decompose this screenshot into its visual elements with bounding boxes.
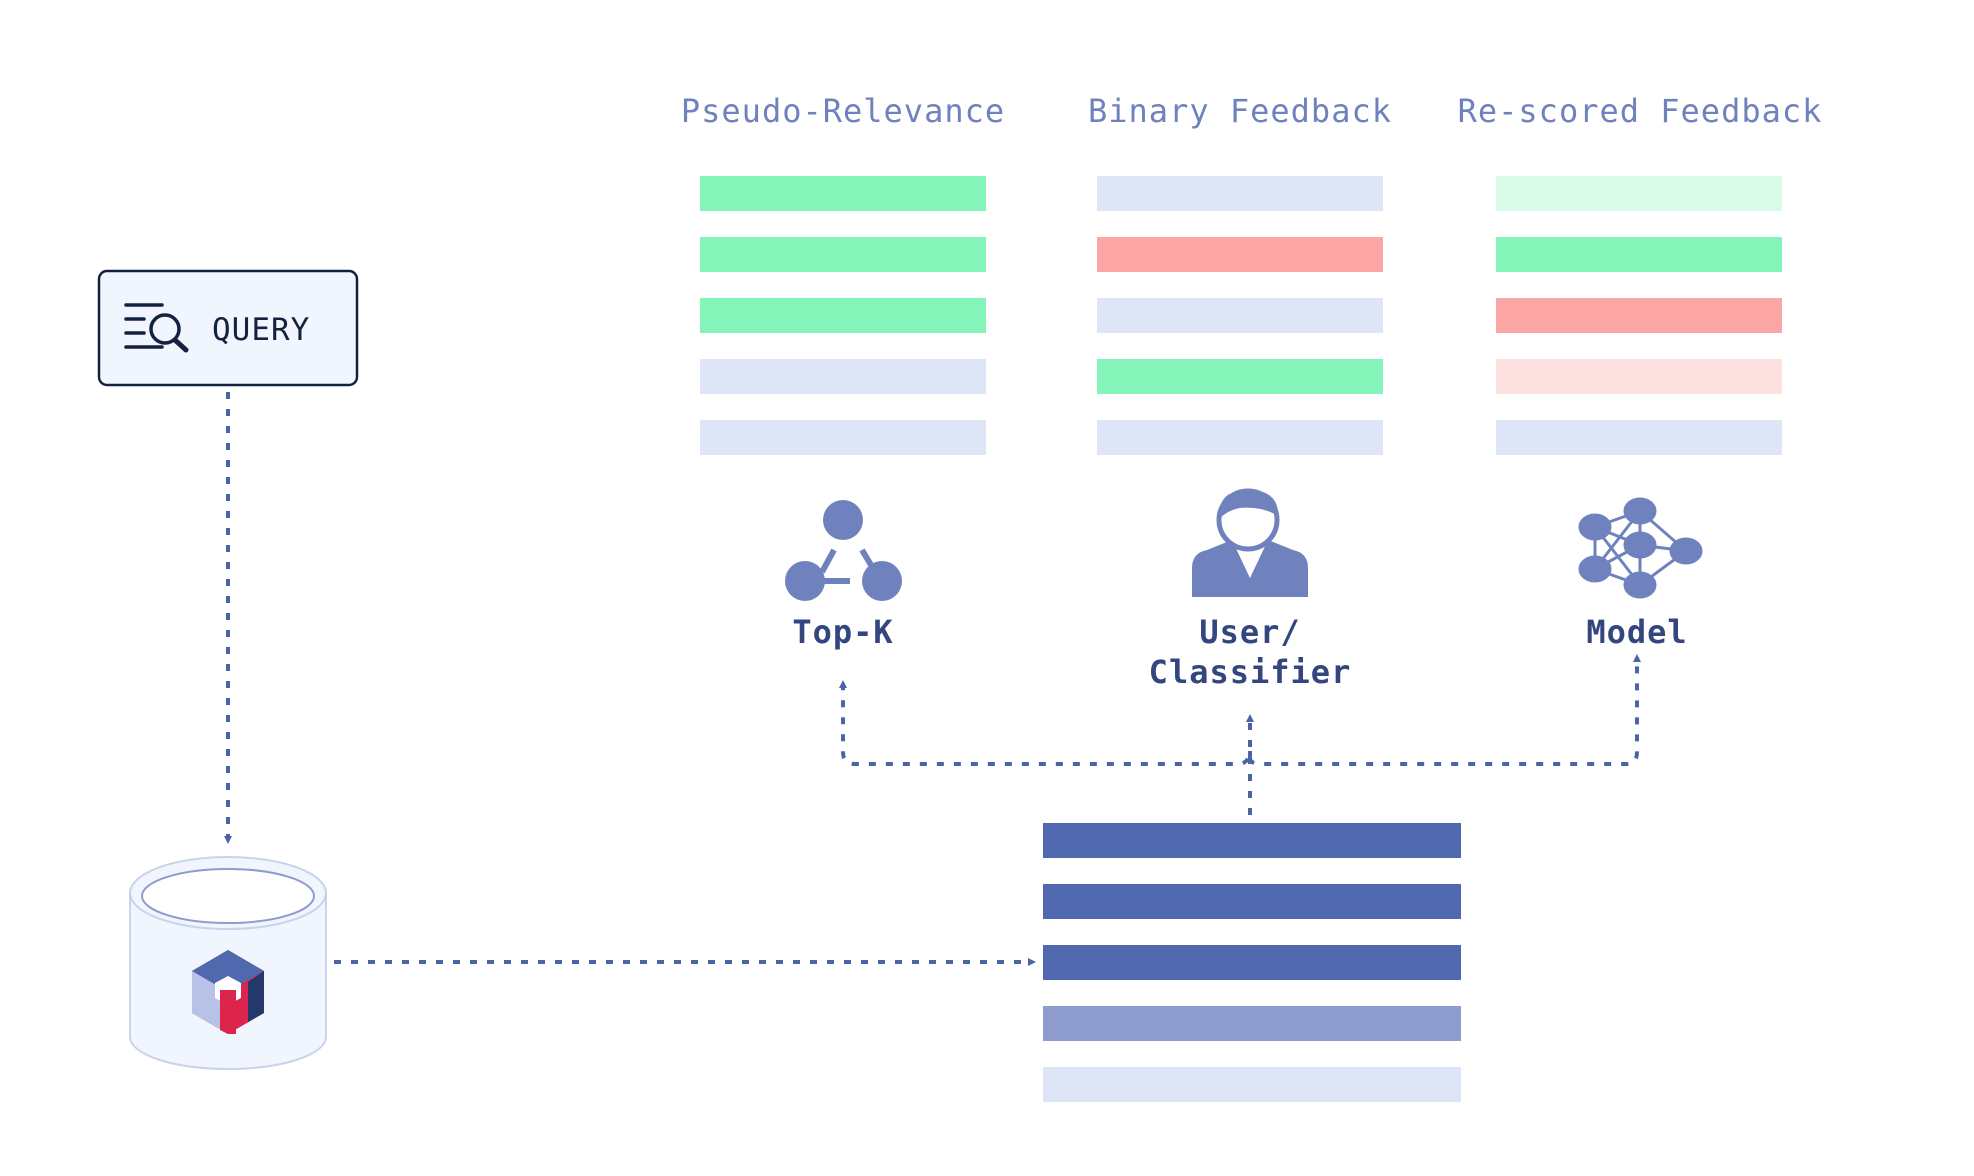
rescored-feedback-bars [1496, 176, 1782, 455]
result-bar-1-dark [1043, 823, 1461, 858]
rescored-feedback-bar-5-neutral [1496, 420, 1782, 455]
arrow-to-model [1248, 654, 1641, 766]
column-title-binary-feedback: Binary Feedback [1088, 92, 1392, 130]
method-label-model: Model [1586, 613, 1687, 651]
binary-feedback-bar-2-irrelevant [1097, 237, 1383, 272]
neural-network-icon [1578, 497, 1703, 599]
rescored-feedback-bar-1-relevant-light [1496, 176, 1782, 211]
pseudo-relevance-bar-5-neutral [700, 420, 986, 455]
search-list-icon [124, 303, 189, 353]
user-icon [1192, 488, 1308, 597]
result-bar-2-dark [1043, 884, 1461, 919]
search-result-bars [1043, 823, 1461, 1102]
result-bar-3-dark [1043, 945, 1461, 980]
result-bar-5-neutral [1043, 1067, 1461, 1102]
pseudo-relevance-bar-2-relevant [700, 237, 986, 272]
column-title-rescored-feedback: Re-scored Feedback [1458, 92, 1823, 130]
binary-feedback-bar-4-relevant [1097, 359, 1383, 394]
rescored-feedback-bar-2-relevant [1496, 237, 1782, 272]
graph-nodes-icon [785, 500, 902, 601]
binary-feedback-bar-3-neutral [1097, 298, 1383, 333]
column-title-pseudo-relevance: Pseudo-Relevance [681, 92, 1005, 130]
query-label: QUERY [212, 312, 310, 348]
qdrant-logo-icon [192, 950, 264, 1034]
method-label-user: User/ [1199, 613, 1300, 651]
result-bar-4-mid [1043, 1006, 1461, 1041]
query-box[interactable]: QUERY [97, 269, 359, 387]
pseudo-relevance-bar-1-relevant [700, 176, 986, 211]
binary-feedback-bars [1097, 176, 1383, 455]
rescored-feedback-bar-3-irrelevant [1496, 298, 1782, 333]
rescored-feedback-bar-4-irrelevant-light [1496, 359, 1782, 394]
method-label-top-k: Top-K [792, 613, 893, 651]
pseudo-relevance-bar-3-relevant [700, 298, 986, 333]
binary-feedback-bar-5-neutral [1097, 420, 1383, 455]
pseudo-relevance-bars [700, 176, 986, 455]
arrow-to-top-k [839, 680, 1252, 766]
pseudo-relevance-bar-4-neutral [700, 359, 986, 394]
binary-feedback-bar-1-neutral [1097, 176, 1383, 211]
method-label-classifier: Classifier [1149, 653, 1352, 691]
